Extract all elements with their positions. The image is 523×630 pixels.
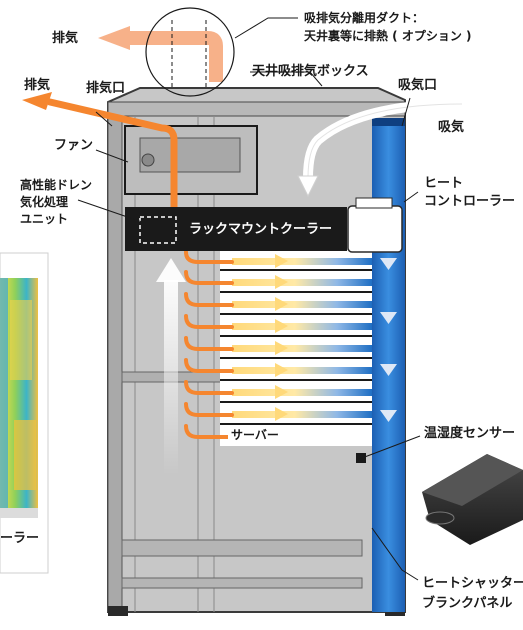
heat-shutter-label-line1: ヒートシャッター — [422, 576, 523, 591]
exhaust-label-left: 排気 — [24, 78, 51, 93]
server-slots — [220, 250, 372, 446]
intake-air-arrow — [297, 99, 467, 198]
drain-unit-label-line2: 気化処理 — [20, 195, 69, 209]
fan-label: ファン — [54, 138, 94, 153]
top-exhaust-duct-arrow — [98, 26, 223, 82]
cold-air-down-arrows — [380, 258, 397, 422]
duct-circle — [145, 7, 235, 97]
heat-controller-label-line2: コントローラー — [424, 194, 516, 209]
duct-label-line1: 吸排気分離用ダクト： — [304, 11, 425, 25]
exhaust-port-label: 排気口 — [86, 81, 126, 96]
thermal-image-inset — [0, 252, 49, 574]
ceiling-box-label: 天井吸排気ボックス — [252, 64, 369, 79]
hot-air-exhaust-curls — [184, 250, 234, 439]
leader-lines — [77, 17, 421, 581]
duct-label-line2: 天井裏等に排熱 ( オプション ) — [304, 29, 472, 43]
heat-controller — [347, 197, 403, 253]
exhaust-label-top: 排気 — [52, 31, 79, 46]
cooler-label: ラックマウントクーラー — [189, 222, 333, 237]
intake-label: 吸気 — [438, 120, 465, 135]
fan-unit — [124, 125, 258, 195]
server-label: サーバー — [228, 427, 282, 443]
humidity-sensor-device — [422, 454, 523, 545]
left-inset-caption: ーラー — [0, 531, 40, 546]
intake-port-label: 吸気口 — [398, 78, 438, 93]
rack-mount-cooler — [125, 207, 347, 251]
heat-controller-label-line1: ヒート — [424, 176, 464, 191]
drain-unit-label-line1: 高性能ドレン — [20, 178, 93, 192]
hot-air-main-path — [22, 92, 178, 250]
sensor-label: 温湿度センサー — [424, 426, 516, 441]
drain-unit-label-line3: ユニット — [20, 212, 69, 226]
rising-air-arrow — [156, 258, 186, 475]
sensor-on-rack — [356, 453, 366, 463]
heat-shutter-label-line2: ブランクパネル — [422, 596, 513, 611]
